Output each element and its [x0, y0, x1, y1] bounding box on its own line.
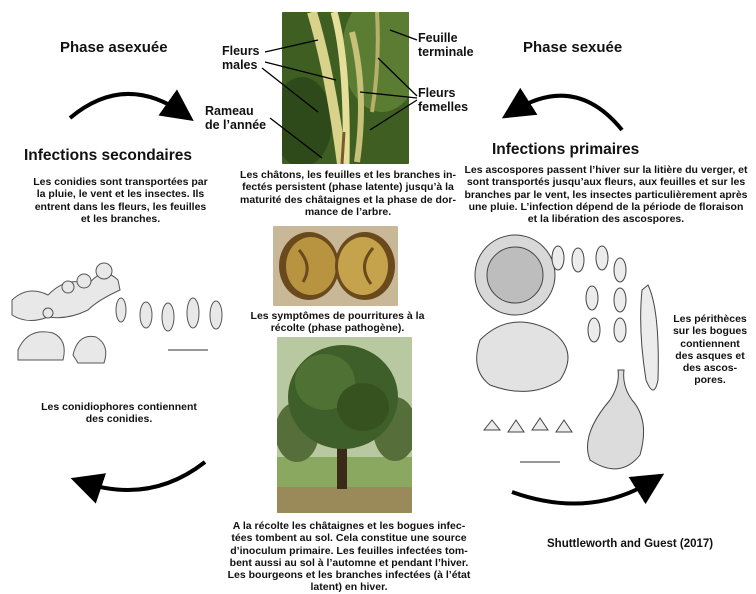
pathogen-phase-text: Les symptômes de pourritures à la récolt… — [240, 310, 435, 335]
infections-primaires-title: Infections primaires — [492, 141, 639, 159]
chestnut-photo — [273, 226, 398, 306]
infections-primaires-text: Les ascospores passent l’hiver sur la li… — [456, 164, 756, 225]
infections-secondaires-title: Infections secondaires — [24, 147, 192, 165]
conidiophores-drawing — [8, 255, 248, 370]
perithecia-caption: Les périthèces sur les bogues contiennen… — [670, 313, 750, 387]
infections-secondaires-text: Les conidies sont transportées par la pl… — [28, 176, 213, 225]
latent-phase-text: Les châtons, les feuilles et les branche… — [210, 169, 486, 218]
conidiophores-caption: Les conidiophores contiennent des conidi… — [29, 401, 209, 426]
citation: Shuttleworth and Guest (2017) — [547, 538, 713, 550]
harvest-inoculum-text: A la récolte les châtaignes et les bogue… — [207, 520, 491, 594]
perithecia-drawing — [470, 230, 670, 485]
tree-photo — [277, 337, 412, 513]
